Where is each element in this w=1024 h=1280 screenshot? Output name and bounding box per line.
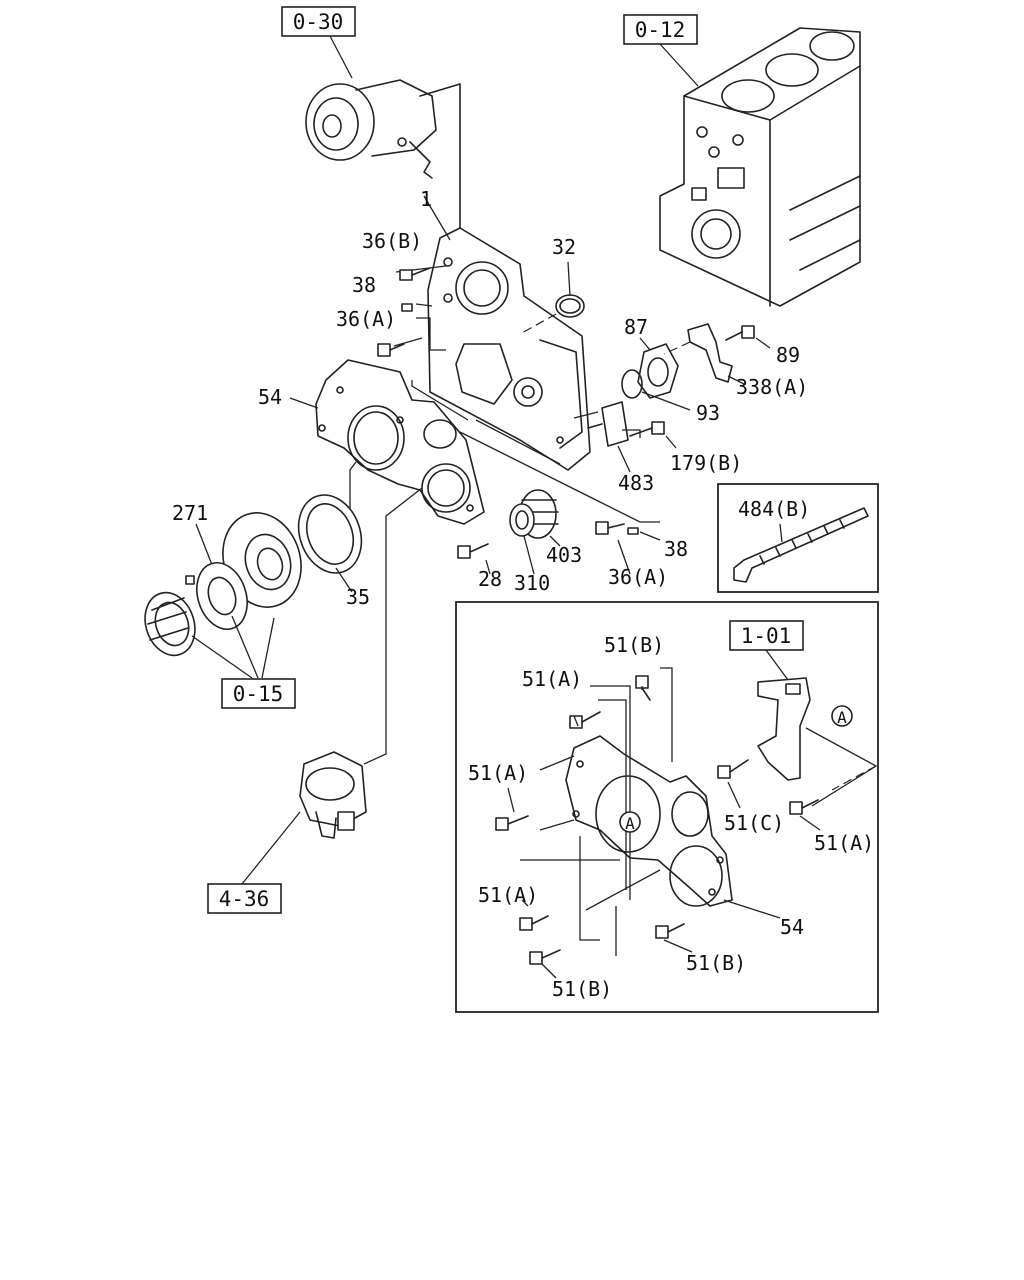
label-338a: 338(A) bbox=[736, 375, 808, 399]
ref-box-4-36[interactable]: 4-36 bbox=[207, 883, 282, 914]
ref-label-0-12: 0-12 bbox=[635, 18, 686, 42]
label-54: 54 bbox=[258, 385, 282, 409]
bolt-36a bbox=[377, 343, 405, 357]
ring-310 bbox=[509, 503, 535, 575]
label-35: 35 bbox=[346, 585, 370, 609]
ref-label-4-36: 4-36 bbox=[219, 887, 270, 911]
pin-38 bbox=[401, 303, 413, 312]
label-36a: 36(A) bbox=[336, 307, 396, 331]
bolt-28 bbox=[457, 543, 491, 575]
o-ring-32 bbox=[519, 261, 585, 335]
label-51b-3: 51(B) bbox=[552, 977, 612, 1001]
label-51b-1: 51(B) bbox=[604, 633, 664, 657]
ref-box-0-30[interactable]: 0-30 bbox=[281, 6, 356, 37]
sensor-483 bbox=[587, 401, 641, 473]
label-51a-1: 51(A) bbox=[522, 667, 582, 691]
gear-case-plate-54 bbox=[289, 359, 485, 525]
label-403: 403 bbox=[546, 543, 582, 567]
label-271: 271 bbox=[172, 501, 208, 525]
ref-label-0-15: 0-15 bbox=[233, 682, 284, 706]
label-36a-2: 36(A) bbox=[608, 565, 668, 589]
ref-box-1-01[interactable]: 1-01 bbox=[729, 620, 804, 651]
ref-label-0-30: 0-30 bbox=[293, 10, 344, 34]
callout-a-bracket: A bbox=[831, 705, 853, 727]
label-51b-2: 51(B) bbox=[686, 951, 746, 975]
ref-box-0-12[interactable]: 0-12 bbox=[623, 14, 698, 45]
engine-block bbox=[659, 27, 861, 307]
inset-detail-frame bbox=[455, 601, 879, 1013]
ref-label-1-01: 1-01 bbox=[741, 624, 792, 648]
label-51a-4: 51(A) bbox=[478, 883, 538, 907]
label-484b: 484(B) bbox=[738, 497, 810, 521]
label-36b: 36(B) bbox=[362, 229, 422, 253]
label-87: 87 bbox=[624, 315, 648, 339]
bolt-179b bbox=[629, 421, 677, 449]
cable-tie-box bbox=[717, 483, 879, 593]
label-51a-2: 51(A) bbox=[468, 761, 528, 785]
bolt-36a-2 bbox=[595, 521, 631, 575]
label-89: 89 bbox=[776, 343, 800, 367]
flange-87 bbox=[637, 337, 679, 399]
label-93: 93 bbox=[696, 401, 720, 425]
label-32: 32 bbox=[552, 235, 576, 259]
o-ring-93 bbox=[621, 369, 691, 411]
label-483: 483 bbox=[618, 471, 654, 495]
label-38-2: 38 bbox=[664, 537, 688, 561]
label-38: 38 bbox=[352, 273, 376, 297]
oil-seal-35 bbox=[297, 494, 363, 593]
bolt-36b bbox=[399, 267, 431, 281]
svg-text:A: A bbox=[625, 814, 635, 833]
bracket-338a bbox=[663, 323, 745, 385]
label-28: 28 bbox=[478, 567, 502, 591]
label-1: 1 bbox=[420, 187, 432, 211]
ref-box-0-15[interactable]: 0-15 bbox=[221, 678, 296, 709]
label-54-inset: 54 bbox=[780, 915, 804, 939]
svg-text:A: A bbox=[837, 708, 847, 727]
label-51a-3: 51(A) bbox=[814, 831, 874, 855]
timing-gear-case bbox=[427, 227, 591, 471]
bolt-89 bbox=[725, 325, 771, 349]
compressor-4-36 bbox=[241, 751, 367, 885]
water-pump bbox=[305, 35, 461, 237]
pin-38-2 bbox=[627, 527, 661, 541]
label-310: 310 bbox=[514, 571, 550, 595]
label-179b: 179(B) bbox=[670, 451, 742, 475]
hub-271 bbox=[185, 523, 248, 630]
label-51c: 51(C) bbox=[724, 811, 784, 835]
belt-pulley bbox=[144, 591, 275, 679]
callout-a-plate: A bbox=[619, 811, 641, 833]
